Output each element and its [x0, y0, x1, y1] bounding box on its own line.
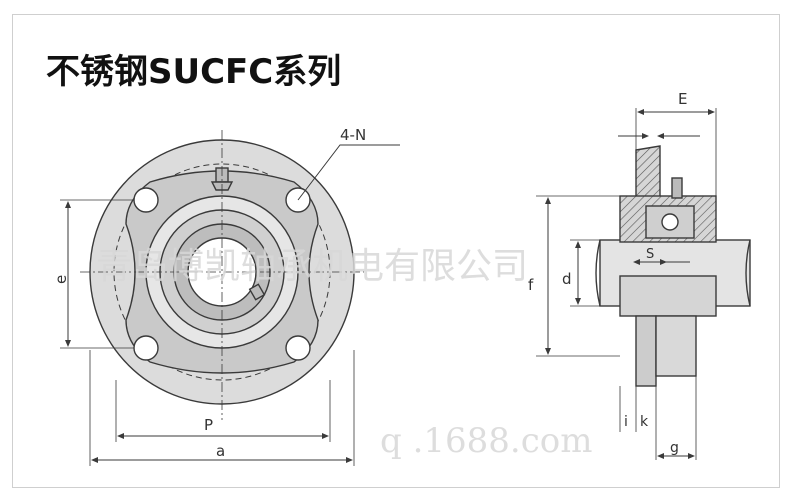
watermark-company: 青岛博凯轴承机电有限公司: [96, 246, 528, 287]
label-P: P: [204, 416, 213, 434]
bolt-hole: [133, 335, 159, 361]
label-e: e: [52, 275, 70, 284]
label-a: a: [216, 442, 225, 460]
label-d: d: [562, 270, 572, 288]
label-E: E: [678, 90, 687, 108]
label-g: g: [670, 440, 679, 456]
side-dimensions: [536, 108, 717, 460]
bolt-hole: [133, 187, 159, 213]
label-k: k: [640, 414, 649, 430]
lower-body-stem2: [655, 315, 697, 377]
watermark-site: q .1688.com: [380, 421, 592, 461]
lower-body-stem: [635, 315, 657, 387]
bolt-hole: [285, 335, 311, 361]
label-f: f: [528, 276, 534, 294]
front-view: [60, 130, 400, 466]
four-n-leader: [297, 144, 400, 201]
label-i: i: [624, 414, 628, 430]
page-title: 不锈钢SUCFC系列: [46, 52, 342, 92]
bearing-ball: [661, 213, 679, 231]
side-grease-nipple: [671, 177, 683, 199]
lower-body: [619, 275, 717, 317]
label-S: S: [646, 247, 654, 262]
label-four-n: 4-N: [340, 126, 366, 144]
set-screw: [248, 283, 266, 301]
bolt-circle: [113, 163, 331, 381]
side-view: [595, 145, 751, 387]
